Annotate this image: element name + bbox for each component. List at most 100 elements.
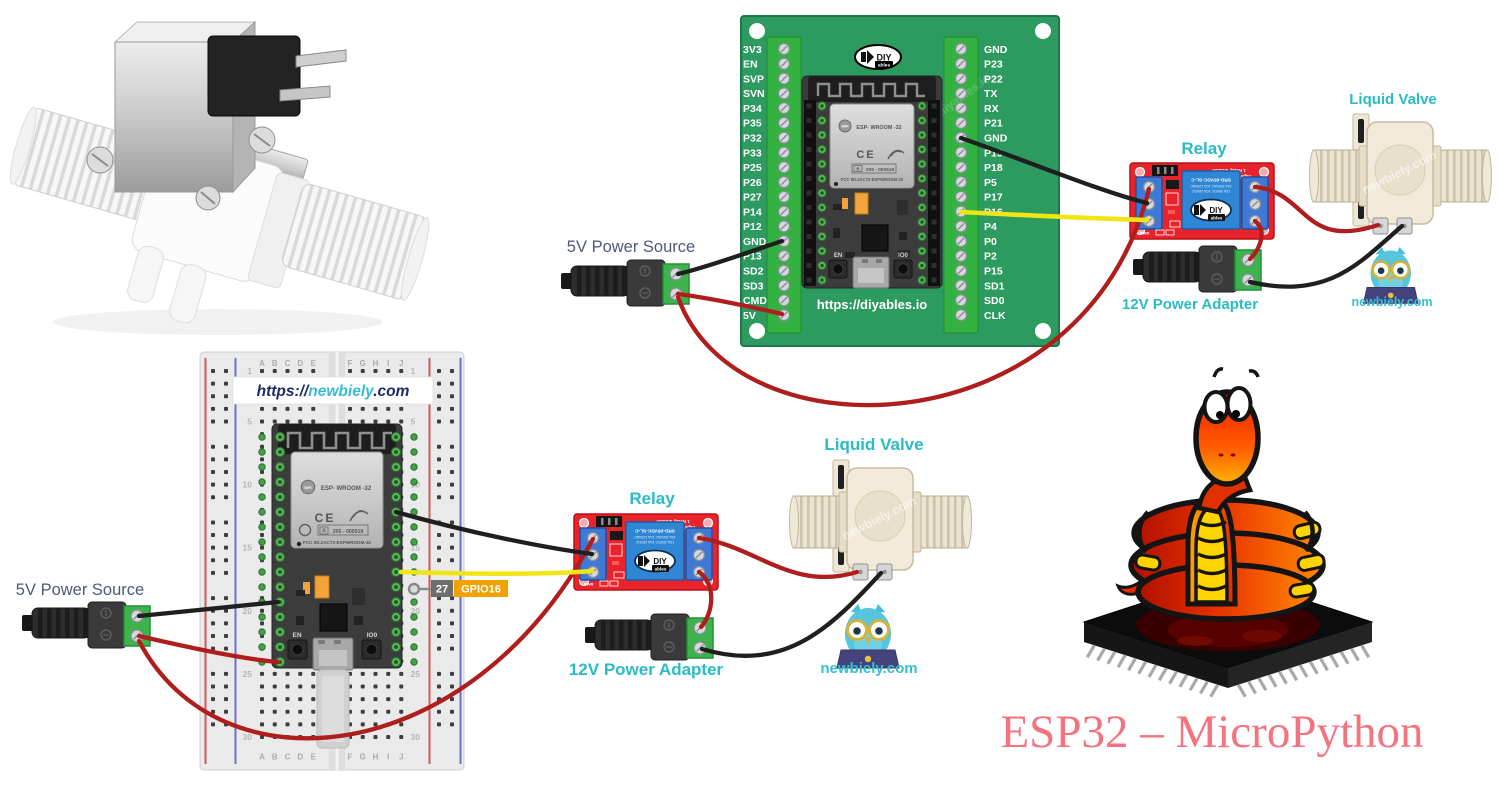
owl-pupil — [875, 627, 883, 635]
bb-hole — [260, 697, 264, 702]
pipe-end — [1482, 149, 1492, 203]
chip-pin — [1308, 660, 1319, 675]
bb-hole — [399, 671, 404, 676]
module-pad-hole — [394, 585, 398, 589]
screw-slot — [957, 163, 965, 171]
pin-label-right: P21 — [984, 118, 1003, 130]
rail-hole — [211, 495, 215, 500]
screw-slot — [780, 178, 788, 186]
rail-hole — [211, 697, 215, 702]
rail-hole — [211, 520, 215, 525]
module-pad-hole — [278, 645, 282, 649]
chip-pin — [1288, 667, 1299, 682]
rail-hole — [224, 369, 228, 373]
wire-black-relay-gnd-top — [958, 135, 1150, 206]
pin-label-right: P2 — [984, 251, 997, 263]
module-pad-hole — [920, 176, 924, 181]
rail-hole — [211, 570, 215, 575]
rail-hole — [211, 394, 215, 399]
rail-hole — [437, 709, 441, 714]
bb-hole — [285, 697, 290, 702]
module-pad-hole — [920, 220, 924, 224]
mount-hole — [1035, 323, 1051, 339]
bb-row-number: 15 — [411, 543, 421, 553]
rail-hole — [437, 482, 441, 487]
wires — [136, 135, 1405, 741]
barrel-ridge — [577, 266, 582, 296]
belly-line — [1197, 552, 1227, 560]
wire-red-relay-valve-top — [1252, 184, 1381, 234]
wire-black-gnd-top — [675, 238, 785, 277]
bb-letter: J — [399, 753, 403, 762]
wifi-arc-icon — [887, 149, 905, 160]
valve-dome — [854, 490, 906, 542]
screw-slot — [957, 252, 965, 260]
rail-hole — [224, 406, 228, 411]
owl-beak — [1388, 276, 1394, 283]
module-pad-hole — [820, 249, 824, 253]
header-pin — [931, 277, 937, 283]
module-pad-hole — [920, 147, 924, 152]
logo-text: ables — [1211, 216, 1223, 221]
rail-hole — [450, 671, 454, 676]
chip-pin — [1199, 680, 1209, 695]
polarity-mark — [663, 619, 675, 631]
capacitor — [854, 192, 869, 215]
chip-pin — [1178, 674, 1189, 688]
highlight-hole — [410, 478, 418, 486]
header-pin — [806, 132, 812, 138]
module-pad-hole — [920, 104, 924, 108]
laptop-logo-dot — [864, 655, 872, 663]
rail-hole — [450, 621, 454, 626]
bracket-slot — [1358, 119, 1364, 143]
logo-text: DIY — [1209, 206, 1223, 215]
bb-letter: D — [297, 753, 303, 762]
bb-hole — [260, 369, 264, 373]
chip-side — [1084, 622, 1228, 688]
liquid-valve-top: newbiely.com — [1309, 113, 1492, 235]
adapter-label-top: 12V Power Adapter — [1122, 296, 1258, 313]
power-jack-5v-top — [561, 259, 690, 307]
header-pin — [931, 118, 937, 123]
rail-hole — [224, 684, 228, 689]
terminal-pin — [882, 569, 887, 575]
bb-hole — [285, 369, 290, 373]
bb-hole — [373, 722, 378, 727]
rail-hole — [224, 545, 228, 550]
highlight-hole — [410, 628, 418, 636]
jumper-pin — [1157, 167, 1160, 174]
rail-hole — [211, 709, 215, 714]
bb-letter: E — [311, 359, 317, 368]
barrel-ridge — [604, 266, 609, 296]
rail-hole — [437, 722, 441, 727]
highlight-hole — [410, 553, 418, 561]
module-pad-hole — [394, 570, 398, 574]
chip-pin — [1137, 660, 1148, 675]
bb-hole — [373, 697, 378, 702]
rail-hole — [437, 394, 441, 399]
barrel-ridge — [613, 266, 618, 296]
rail-hole — [450, 495, 454, 500]
bb-row-number: 1 — [411, 366, 416, 376]
screw-slot — [780, 252, 788, 260]
silkscreen — [1155, 229, 1165, 236]
wire-red-relay-adapter-bottom — [696, 569, 714, 630]
relay-rating: 10A 30VDC 10A 28VDC — [635, 540, 674, 544]
pin-label-left: EN — [743, 59, 758, 71]
owl-pupil — [1397, 267, 1404, 275]
bb-hole — [260, 608, 264, 613]
rail-hole — [450, 381, 454, 386]
barrel-ridge — [586, 266, 591, 296]
pin-label-right: P0 — [984, 236, 997, 248]
module-name: ESP- WROOM -32 — [321, 486, 372, 492]
bb-hole — [260, 545, 264, 550]
screw-slot — [957, 237, 965, 245]
rail-hole — [211, 722, 215, 727]
rail-hole — [437, 671, 441, 676]
pin-label-right: P15 — [984, 266, 1003, 278]
pwr-label: PWR — [584, 582, 593, 587]
bb-letter: G — [360, 359, 366, 368]
bb-hole — [311, 406, 316, 411]
bb-hole — [298, 369, 303, 373]
module-pad-hole — [394, 645, 398, 649]
